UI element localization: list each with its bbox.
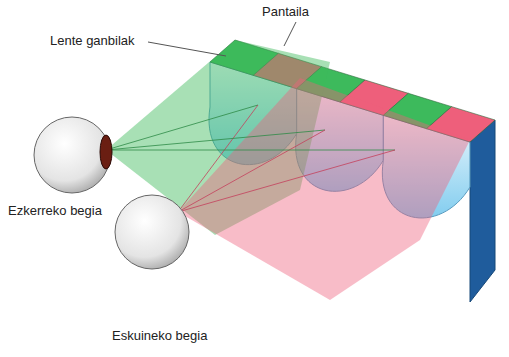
light-ray [178, 105, 258, 212]
iris [100, 135, 112, 169]
leader-line [284, 22, 296, 46]
light-ray [106, 150, 395, 151]
part-label: Ezkerreko begia [8, 203, 102, 219]
part-label: Pantaila [262, 4, 309, 20]
part-label: Lente ganbilak [50, 33, 135, 49]
right-eye-fan [178, 78, 470, 300]
part-label: Eskuineko begia [112, 328, 207, 344]
light-ray [178, 150, 395, 212]
leader-line [148, 42, 226, 56]
end-block [470, 120, 495, 302]
left-eye [34, 117, 110, 193]
light-ray [106, 130, 325, 150]
right-eye [115, 195, 189, 269]
light-ray [178, 130, 325, 212]
